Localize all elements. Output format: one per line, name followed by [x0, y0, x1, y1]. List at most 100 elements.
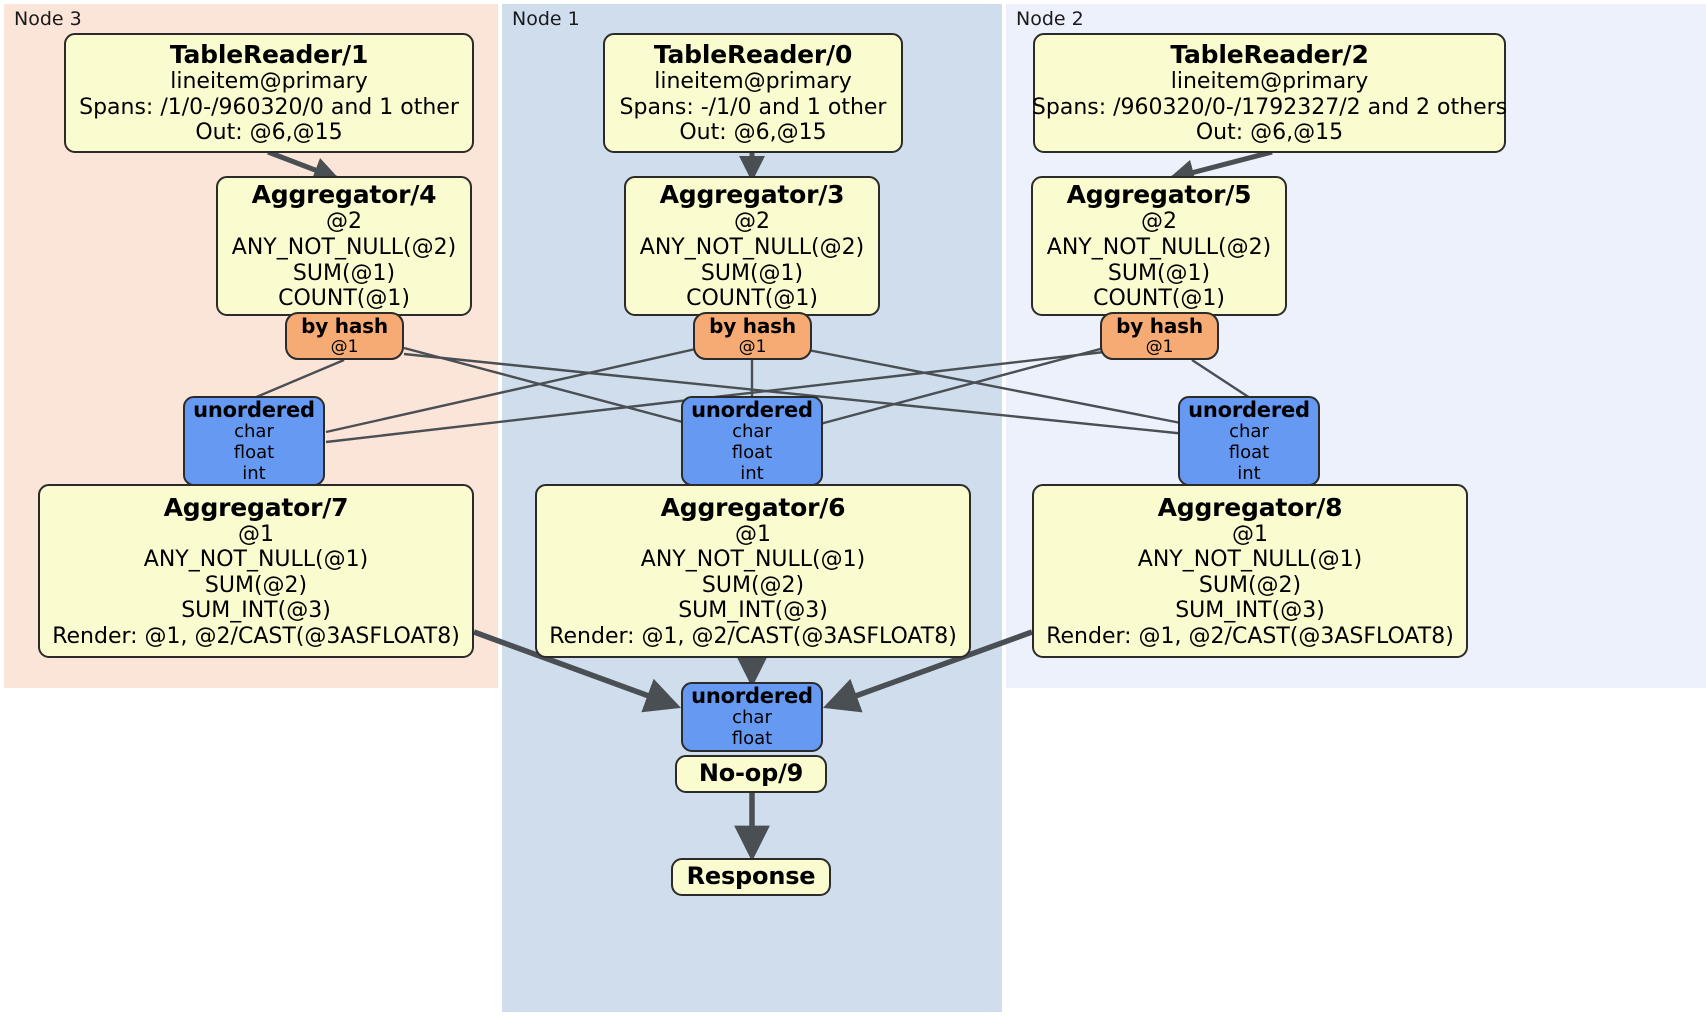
byhash-right-line-0: @1 — [1145, 336, 1174, 357]
synchronizer-unordered-center[interactable]: unordered char float int — [681, 396, 823, 486]
byhash-right-title: by hash — [1116, 313, 1203, 338]
edge-aggregator7-to-unordered-final — [473, 629, 682, 713]
router-by-hash-right[interactable]: by hash @1 — [1100, 312, 1219, 360]
aggregator4-line-3: COUNT(@1) — [278, 286, 410, 312]
response-title: Response — [686, 862, 816, 891]
unordered-right-line-2: int — [1237, 462, 1261, 484]
tablereader2-line-1: Spans: /960320/0-/1792327/2 and 2 others — [1031, 94, 1508, 120]
synchronizer-unordered-right[interactable]: unordered char float int — [1178, 396, 1320, 486]
unordered-left-title: unordered — [193, 397, 315, 422]
aggregator5-line-3: COUNT(@1) — [1093, 286, 1225, 312]
aggregator7-line-1: ANY_NOT_NULL(@1) — [143, 547, 369, 573]
edge-byhash-right-to-unordered-center — [819, 346, 1105, 426]
byhash-center-title: by hash — [709, 313, 796, 338]
edge-tablereader1-aggregator4 — [267, 149, 340, 183]
node-tablereader0[interactable]: TableReader/0 lineitem@primary Spans: -/… — [603, 33, 903, 153]
aggregator6-line-1: ANY_NOT_NULL(@1) — [640, 547, 866, 573]
unordered-left-line-2: int — [242, 462, 266, 484]
synchronizer-unordered-final[interactable]: unordered char float — [681, 682, 823, 752]
edge-byhash-left-to-unordered-center — [403, 346, 691, 426]
aggregator3-line-2: SUM(@1) — [700, 260, 804, 286]
byhash-center-line-0: @1 — [738, 336, 767, 357]
edge-byhash-center-to-unordered-right — [807, 348, 1187, 426]
edge-aggregator8-to-unordered-final — [822, 629, 1033, 713]
tablereader1-line-1: Spans: /1/0-/960320/0 and 1 other — [79, 94, 459, 120]
node-noop9[interactable]: No-op/9 — [675, 755, 827, 793]
aggregator5-line-2: SUM(@1) — [1107, 260, 1211, 286]
byhash-left-line-0: @1 — [330, 336, 359, 357]
noop9-title: No-op/9 — [698, 759, 804, 788]
unordered-right-line-0: char — [1229, 420, 1269, 442]
unordered-final-line-0: char — [732, 707, 772, 729]
unordered-center-line-1: float — [731, 441, 773, 463]
region-label-node-2: Node 2 — [1016, 8, 1084, 30]
edge-byhash-left-to-unordered-right — [403, 352, 1187, 436]
unordered-center-title: unordered — [691, 397, 813, 422]
unordered-final-line-1: float — [731, 728, 773, 750]
edge-byhash-right-to-unordered-right — [1191, 358, 1251, 400]
tablereader0-line-0: lineitem@primary — [654, 69, 852, 95]
aggregator6-line-3: SUM_INT(@3) — [678, 598, 828, 624]
unordered-right-title: unordered — [1188, 397, 1310, 422]
aggregator5-title: Aggregator/5 — [1066, 180, 1252, 210]
edge-tablereader2-aggregator5 — [1168, 149, 1273, 186]
aggregator6-line-4: Render: @1, @2/CAST(@3ASFLOAT8) — [549, 623, 957, 649]
aggregator8-line-1: ANY_NOT_NULL(@1) — [1137, 547, 1363, 573]
node-tablereader2[interactable]: TableReader/2 lineitem@primary Spans: /9… — [1031, 33, 1508, 153]
aggregator4-line-0: @2 — [326, 209, 362, 235]
aggregator8-line-2: SUM(@2) — [1198, 572, 1302, 598]
tablereader0-title: TableReader/0 — [653, 40, 853, 70]
node-aggregator3[interactable]: Aggregator/3 @2 ANY_NOT_NULL(@2) SUM(@1)… — [624, 176, 880, 316]
edge-byhash-center-to-unordered-left — [325, 346, 701, 434]
tablereader2-line-2: Out: @6,@15 — [1195, 120, 1344, 146]
aggregator5-line-0: @2 — [1141, 209, 1177, 235]
unordered-left-line-0: char — [234, 420, 274, 442]
tablereader2-line-0: lineitem@primary — [1170, 69, 1369, 95]
unordered-center-line-0: char — [732, 420, 772, 442]
unordered-final-title: unordered — [691, 683, 813, 708]
aggregator6-title: Aggregator/6 — [660, 492, 846, 522]
aggregator8-line-3: SUM_INT(@3) — [1175, 598, 1325, 624]
byhash-left-title: by hash — [301, 313, 388, 338]
aggregator5-line-1: ANY_NOT_NULL(@2) — [1046, 234, 1272, 260]
unordered-right-line-1: float — [1228, 441, 1270, 463]
tablereader1-line-0: lineitem@primary — [170, 69, 368, 95]
aggregator4-title: Aggregator/4 — [251, 180, 437, 210]
aggregator7-line-3: SUM_INT(@3) — [181, 598, 331, 624]
aggregator8-title: Aggregator/8 — [1157, 492, 1343, 522]
tablereader0-line-2: Out: @6,@15 — [679, 120, 827, 146]
edge-byhash-left-to-unordered-left — [253, 358, 345, 400]
aggregator3-line-3: COUNT(@1) — [686, 286, 818, 312]
aggregator4-line-2: SUM(@1) — [292, 260, 396, 286]
aggregator6-line-2: SUM(@2) — [701, 572, 805, 598]
node-response[interactable]: Response — [671, 858, 831, 896]
region-label-node-3: Node 3 — [14, 8, 82, 30]
tablereader0-line-1: Spans: -/1/0 and 1 other — [619, 94, 887, 120]
synchronizer-unordered-left[interactable]: unordered char float int — [183, 396, 325, 486]
aggregator7-line-0: @1 — [238, 521, 274, 547]
node-aggregator6[interactable]: Aggregator/6 @1 ANY_NOT_NULL(@1) SUM(@2)… — [535, 484, 971, 658]
router-by-hash-center[interactable]: by hash @1 — [693, 312, 812, 360]
aggregator3-title: Aggregator/3 — [659, 180, 845, 210]
aggregator6-line-0: @1 — [735, 521, 771, 547]
router-by-hash-left[interactable]: by hash @1 — [285, 312, 404, 360]
aggregator8-line-0: @1 — [1232, 521, 1268, 547]
aggregator7-line-4: Render: @1, @2/CAST(@3ASFLOAT8) — [52, 623, 460, 649]
node-tablereader1[interactable]: TableReader/1 lineitem@primary Spans: /1… — [64, 33, 474, 153]
node-aggregator7[interactable]: Aggregator/7 @1 ANY_NOT_NULL(@1) SUM(@2)… — [38, 484, 474, 658]
unordered-center-line-2: int — [740, 462, 764, 484]
unordered-left-line-1: float — [233, 441, 275, 463]
node-aggregator4[interactable]: Aggregator/4 @2 ANY_NOT_NULL(@2) SUM(@1)… — [216, 176, 472, 316]
node-aggregator5[interactable]: Aggregator/5 @2 ANY_NOT_NULL(@2) SUM(@1)… — [1031, 176, 1287, 316]
aggregator4-line-1: ANY_NOT_NULL(@2) — [231, 234, 457, 260]
aggregator3-line-1: ANY_NOT_NULL(@2) — [639, 234, 865, 260]
aggregator3-line-0: @2 — [734, 209, 770, 235]
tablereader1-title: TableReader/1 — [169, 40, 369, 70]
aggregator7-title: Aggregator/7 — [163, 492, 349, 522]
tablereader2-title: TableReader/2 — [1170, 40, 1369, 70]
node-aggregator8[interactable]: Aggregator/8 @1 ANY_NOT_NULL(@1) SUM(@2)… — [1032, 484, 1468, 658]
aggregator8-line-4: Render: @1, @2/CAST(@3ASFLOAT8) — [1046, 623, 1454, 649]
aggregator7-line-2: SUM(@2) — [204, 572, 308, 598]
